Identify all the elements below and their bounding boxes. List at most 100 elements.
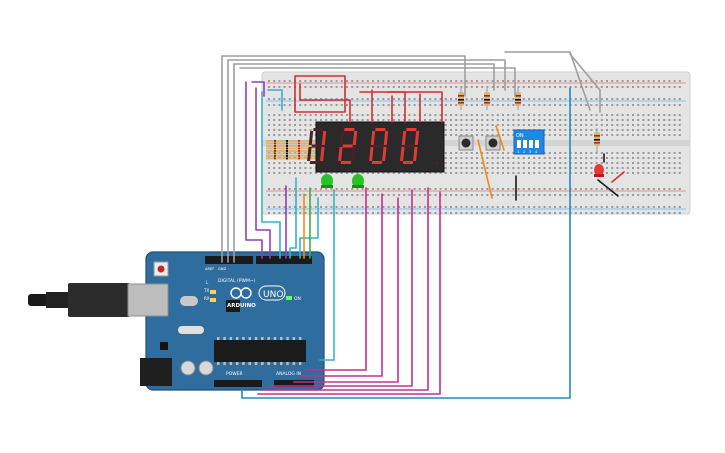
wire[interactable]	[597, 179, 619, 197]
reset-button-cap[interactable]	[157, 265, 165, 273]
resistor-r1[interactable]	[458, 88, 464, 110]
bank-resistor[interactable]	[266, 152, 316, 155]
breadboard-hole	[559, 188, 562, 190]
breadboard-hole	[366, 212, 369, 214]
breadboard-hole	[335, 188, 338, 190]
breadboard-hole	[543, 80, 546, 82]
bank-resistor[interactable]	[266, 157, 316, 160]
breadboard-hole	[642, 157, 645, 159]
breadboard-hole	[382, 80, 385, 82]
breadboard-hole	[283, 114, 286, 116]
breadboard-hole	[600, 104, 603, 106]
resistor-r2[interactable]	[484, 88, 490, 110]
wire[interactable]	[569, 53, 601, 113]
breadboard-hole	[652, 157, 655, 159]
breadboard-hole	[439, 80, 442, 82]
bank-resistor[interactable]	[266, 155, 316, 157]
wire[interactable]	[387, 91, 443, 123]
wire[interactable]	[251, 81, 265, 97]
breadboard-hole	[340, 206, 343, 208]
wire[interactable]	[241, 87, 571, 399]
wire[interactable]	[233, 63, 495, 91]
wire[interactable]	[611, 171, 625, 183]
dip-switch[interactable]: ON 1 2 3 4	[513, 129, 545, 155]
resistor-bank[interactable]	[266, 140, 316, 160]
segment-3-f	[370, 131, 376, 145]
wire[interactable]	[294, 75, 346, 113]
bank-resistor[interactable]	[266, 145, 316, 147]
green-led-2[interactable]	[352, 174, 364, 188]
breadboard-hole	[543, 114, 546, 116]
wires[interactable]	[221, 51, 625, 399]
wire[interactable]	[267, 89, 283, 111]
dip-toggle-1[interactable]	[517, 140, 521, 148]
wire[interactable]	[319, 189, 335, 361]
breadboard-hole	[268, 172, 270, 174]
wire[interactable]	[504, 51, 591, 111]
breadboard-hole	[611, 104, 614, 106]
uno-logo: UNO	[258, 285, 286, 301]
resistor-r4[interactable]	[594, 128, 600, 152]
digital-header-right	[256, 256, 312, 264]
seven-segment-display[interactable]: 1 2 0 0	[0, 0, 445, 173]
wire[interactable]	[305, 187, 367, 371]
breadboard-hole	[387, 206, 390, 208]
breadboard-hole	[408, 194, 411, 196]
breadboard-hole	[476, 119, 478, 121]
dip-toggle-3[interactable]	[529, 140, 533, 148]
breadboard-hole	[299, 172, 302, 174]
wire[interactable]	[257, 191, 441, 395]
breadboard-hole	[585, 124, 588, 126]
breadboard-hole	[600, 98, 603, 100]
wire[interactable]	[293, 197, 399, 383]
push-button-1[interactable]	[458, 135, 474, 151]
usb-b-port[interactable]	[127, 283, 169, 317]
wire[interactable]	[263, 187, 429, 391]
bank-resistor[interactable]	[266, 147, 316, 150]
wire[interactable]	[239, 67, 516, 97]
breadboard-hole	[507, 86, 510, 88]
breadboard-hole	[611, 194, 614, 196]
breadboard-hole	[621, 152, 624, 154]
wire[interactable]	[477, 139, 493, 199]
wire[interactable]	[227, 59, 506, 91]
breadboard-hole	[585, 157, 588, 159]
resistor-r3[interactable]	[515, 88, 521, 110]
wire[interactable]	[299, 193, 383, 377]
breadboard-hole	[668, 80, 671, 82]
breadboard-hole	[522, 212, 525, 214]
wire[interactable]	[289, 177, 297, 259]
bank-resistor[interactable]	[266, 142, 316, 145]
breadboard-hole	[606, 114, 608, 116]
breadboard-hole	[294, 114, 296, 116]
breadboard-hole	[673, 194, 676, 196]
breadboard-hole	[647, 114, 650, 116]
breadboard-hole	[616, 104, 619, 106]
wire[interactable]	[495, 125, 505, 151]
arduino-uno[interactable]: DIGITAL (PWM~) AREF GND TX RX L ARDUINO …	[28, 251, 325, 391]
dc-power-jack[interactable]	[140, 358, 172, 386]
breadboard-hole	[663, 134, 666, 136]
breadboard-hole	[398, 86, 400, 88]
dip-toggle-2[interactable]	[523, 140, 527, 148]
wire[interactable]	[299, 197, 319, 259]
red-led[interactable]	[594, 164, 604, 177]
wire[interactable]	[255, 87, 271, 259]
dip-toggle-4[interactable]	[535, 140, 539, 148]
wire[interactable]	[221, 55, 466, 97]
bank-resistor[interactable]	[266, 150, 316, 152]
breadboard-hole	[512, 152, 515, 154]
push-button-2[interactable]	[485, 135, 501, 151]
breadboard-hole	[486, 212, 489, 214]
breadboard-hole	[580, 134, 582, 136]
breadboard-hole	[616, 212, 619, 214]
wire[interactable]	[245, 81, 263, 259]
breadboard-hole	[533, 80, 536, 82]
wire[interactable]	[299, 83, 351, 123]
bank-resistor[interactable]	[266, 140, 316, 142]
green-led-1[interactable]	[321, 174, 333, 188]
wire[interactable]	[261, 91, 281, 259]
wire[interactable]	[269, 189, 413, 387]
